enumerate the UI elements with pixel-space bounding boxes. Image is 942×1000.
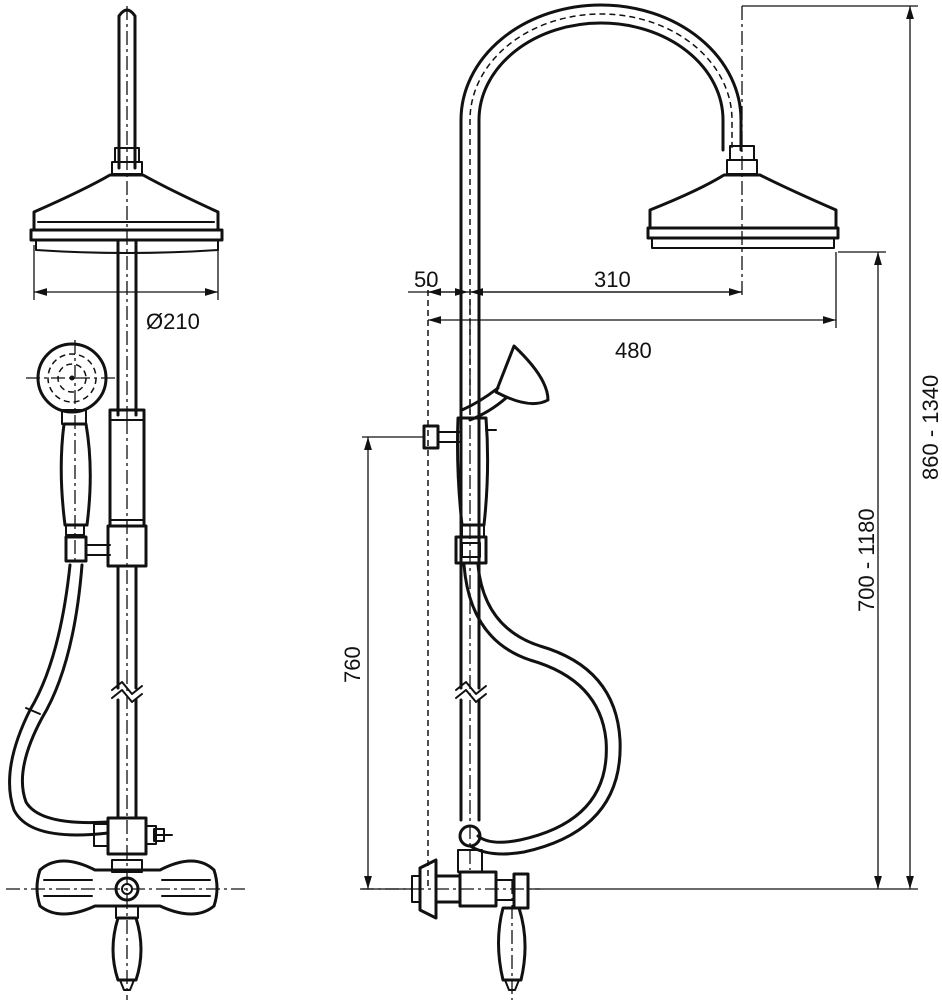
side-mixer-handle: [497, 880, 527, 1000]
side-hand-shower: [456, 344, 550, 538]
front-mixer-handle: [111, 916, 143, 991]
front-hand-shower-holder: [64, 535, 111, 563]
total-reach-label: 480: [615, 338, 652, 363]
front-shower-head: [29, 173, 224, 254]
diameter-label: Ø210: [146, 309, 200, 334]
front-mixer: [6, 859, 248, 919]
total-height-dimension: 860 - 1340: [742, 5, 942, 890]
outlet-height-label: 760: [340, 646, 365, 683]
side-hose: [462, 563, 622, 856]
head-height-dimension: 700 - 1180: [530, 251, 886, 890]
side-shower-head: [646, 6, 840, 296]
total-height-label: 860 - 1340: [918, 375, 942, 480]
side-wall-bracket: [362, 424, 462, 450]
front-top-pipe: [117, 6, 137, 420]
total-reach-dimension: 480: [428, 252, 837, 363]
front-hand-shower: [26, 340, 118, 560]
reach-dimension: 50 310: [408, 267, 742, 296]
front-view: Ø210: [6, 6, 248, 1000]
outlet-height-dimension: 760: [340, 437, 372, 889]
front-hose: [8, 563, 110, 837]
wall-offset-label: 50: [414, 267, 438, 292]
arm-reach-label: 310: [594, 267, 631, 292]
side-mixer: [360, 858, 540, 920]
front-riser-pipe: [106, 238, 148, 1000]
side-hand-shower-holder: [454, 535, 488, 565]
front-diverter: [93, 816, 173, 856]
diameter-dimension: Ø210: [33, 245, 219, 334]
side-gooseneck-arm: [459, 3, 743, 422]
head-height-label: 700 - 1180: [854, 508, 879, 612]
side-view: 50 310 480: [340, 3, 942, 1000]
